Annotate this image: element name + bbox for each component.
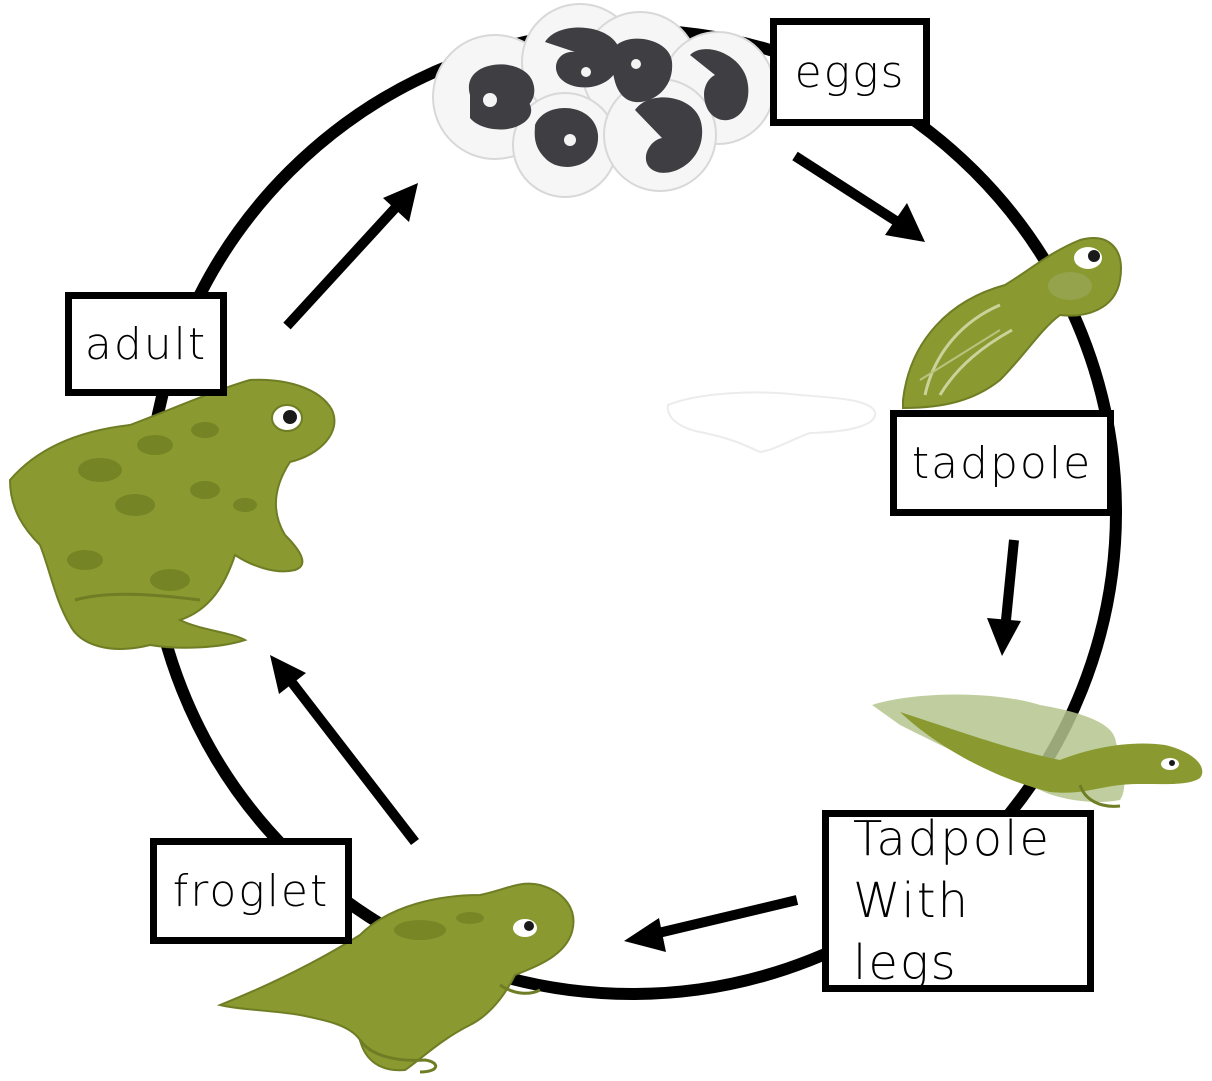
label-eggs: eggs xyxy=(770,18,930,126)
label-tadpole: tadpole xyxy=(890,410,1114,516)
tadpole-icon xyxy=(903,238,1121,408)
label-eggs-text: eggs xyxy=(795,47,906,98)
arrow-eggs-to-tadpole xyxy=(795,156,910,230)
arrow-legs-to-froglet-head xyxy=(624,918,666,952)
arrow-legs-to-froglet xyxy=(650,900,797,935)
label-tadpole-with-legs-line1: Tadpole xyxy=(853,808,1051,870)
label-adult-text: adult xyxy=(85,319,207,370)
label-froglet: froglet xyxy=(150,838,352,944)
frog-eggs-icon xyxy=(433,4,774,197)
label-tadpole-with-legs-line2: With legs xyxy=(853,870,1087,994)
arrow-tadpole-to-legs xyxy=(1005,540,1014,630)
label-froglet-text: froglet xyxy=(173,866,329,917)
label-tadpole-text: tadpole xyxy=(912,438,1092,489)
label-tadpole-with-legs: Tadpole With legs xyxy=(822,810,1094,992)
adult-frog-icon xyxy=(10,380,334,649)
arrow-tadpole-to-legs-head xyxy=(987,618,1021,656)
arrow-adult-to-eggs xyxy=(287,205,398,326)
tadpole-with-legs-icon xyxy=(872,694,1202,806)
label-adult: adult xyxy=(65,292,227,396)
arrow-froglet-to-adult xyxy=(290,680,415,842)
ghost-tadpole-sketch xyxy=(668,392,875,452)
